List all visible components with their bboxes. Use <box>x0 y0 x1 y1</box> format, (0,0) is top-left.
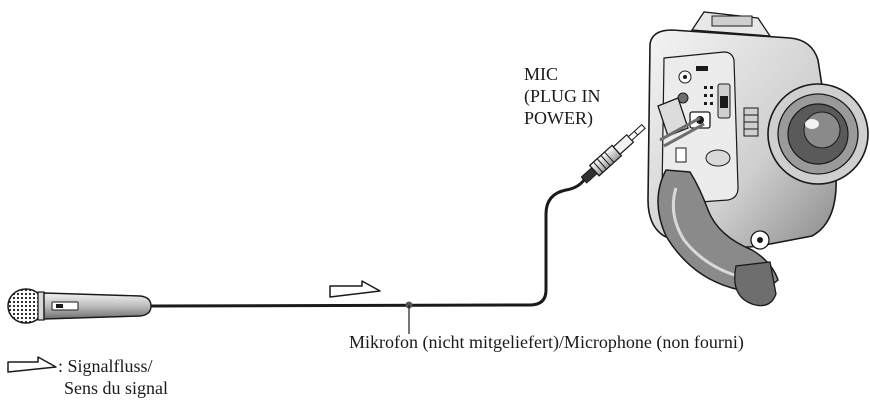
microphone-handle <box>43 292 152 320</box>
jack-panel-lid <box>657 97 689 137</box>
grip-strap <box>657 169 779 292</box>
microphone <box>7 288 152 324</box>
mic-jack-label-line3: POWER) <box>524 108 593 128</box>
mic-jack-label-line2: (PLUG IN <box>524 86 601 106</box>
microphone-collar <box>37 291 45 321</box>
legend-text-line1: : Signalfluss/ <box>58 356 153 376</box>
mic-jack-label: MIC (PLUG IN POWER) <box>524 63 601 129</box>
mic-plug <box>580 123 646 184</box>
signal-arrow-icon <box>329 280 381 298</box>
microphone-caption: Mikrofon (nicht mitgeliefert)/Microphone… <box>349 332 744 352</box>
microphone-cable <box>150 179 586 308</box>
camcorder <box>647 11 869 307</box>
camcorder-lens <box>767 83 869 185</box>
legend-arrow-icon <box>7 356 57 373</box>
microphone-switch <box>51 301 79 311</box>
mic-jack-label-line1: MIC <box>524 64 559 84</box>
legend-text-line2: Sens du signal <box>64 378 169 398</box>
